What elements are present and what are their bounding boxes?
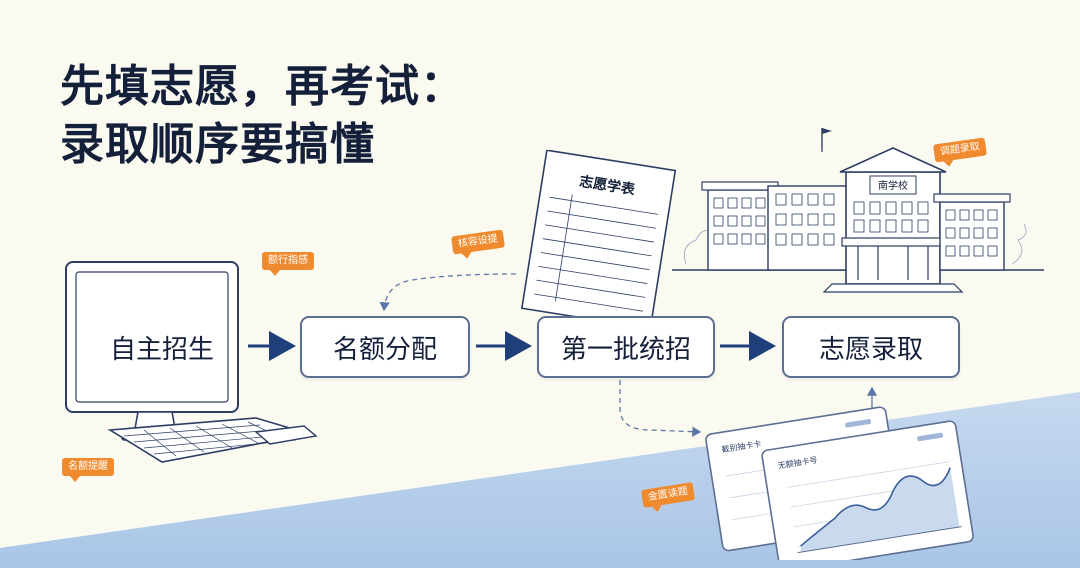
chart-tablets-illustration: 截别抽卡卡 无额抽卡号 (705, 406, 974, 560)
computer-illustration (65, 261, 318, 463)
school-building-illustration: 南学校 (672, 128, 1044, 293)
page-title: 先填志愿，再考试： 录取顺序要搞懂 (60, 58, 465, 174)
school-sign: 南学校 (878, 179, 908, 192)
tag-computer-bottom: 名额提醒 (62, 458, 114, 482)
step-box-quota-allocation: 名额分配 (300, 316, 470, 378)
step-box-first-batch: 第一批统招 (537, 316, 715, 378)
step-label-4: 志愿录取 (818, 334, 923, 365)
tag-computer-top: 额行指感 (262, 252, 314, 276)
step-label-3: 第一批统招 (560, 334, 691, 365)
step-label-1: 自主招生 (109, 334, 214, 365)
volunteer-form-illustration: 志愿学表 (520, 150, 676, 322)
title-line-1: 先填志愿，再考试： (60, 61, 465, 112)
step-label-2: 名额分配 (332, 334, 437, 365)
title-line-2: 录取顺序要搞懂 (60, 119, 375, 170)
step-box-volunteer-admission: 志愿录取 (782, 316, 960, 378)
step-box-autonomous-enrollment: 自主招生 (82, 318, 242, 376)
